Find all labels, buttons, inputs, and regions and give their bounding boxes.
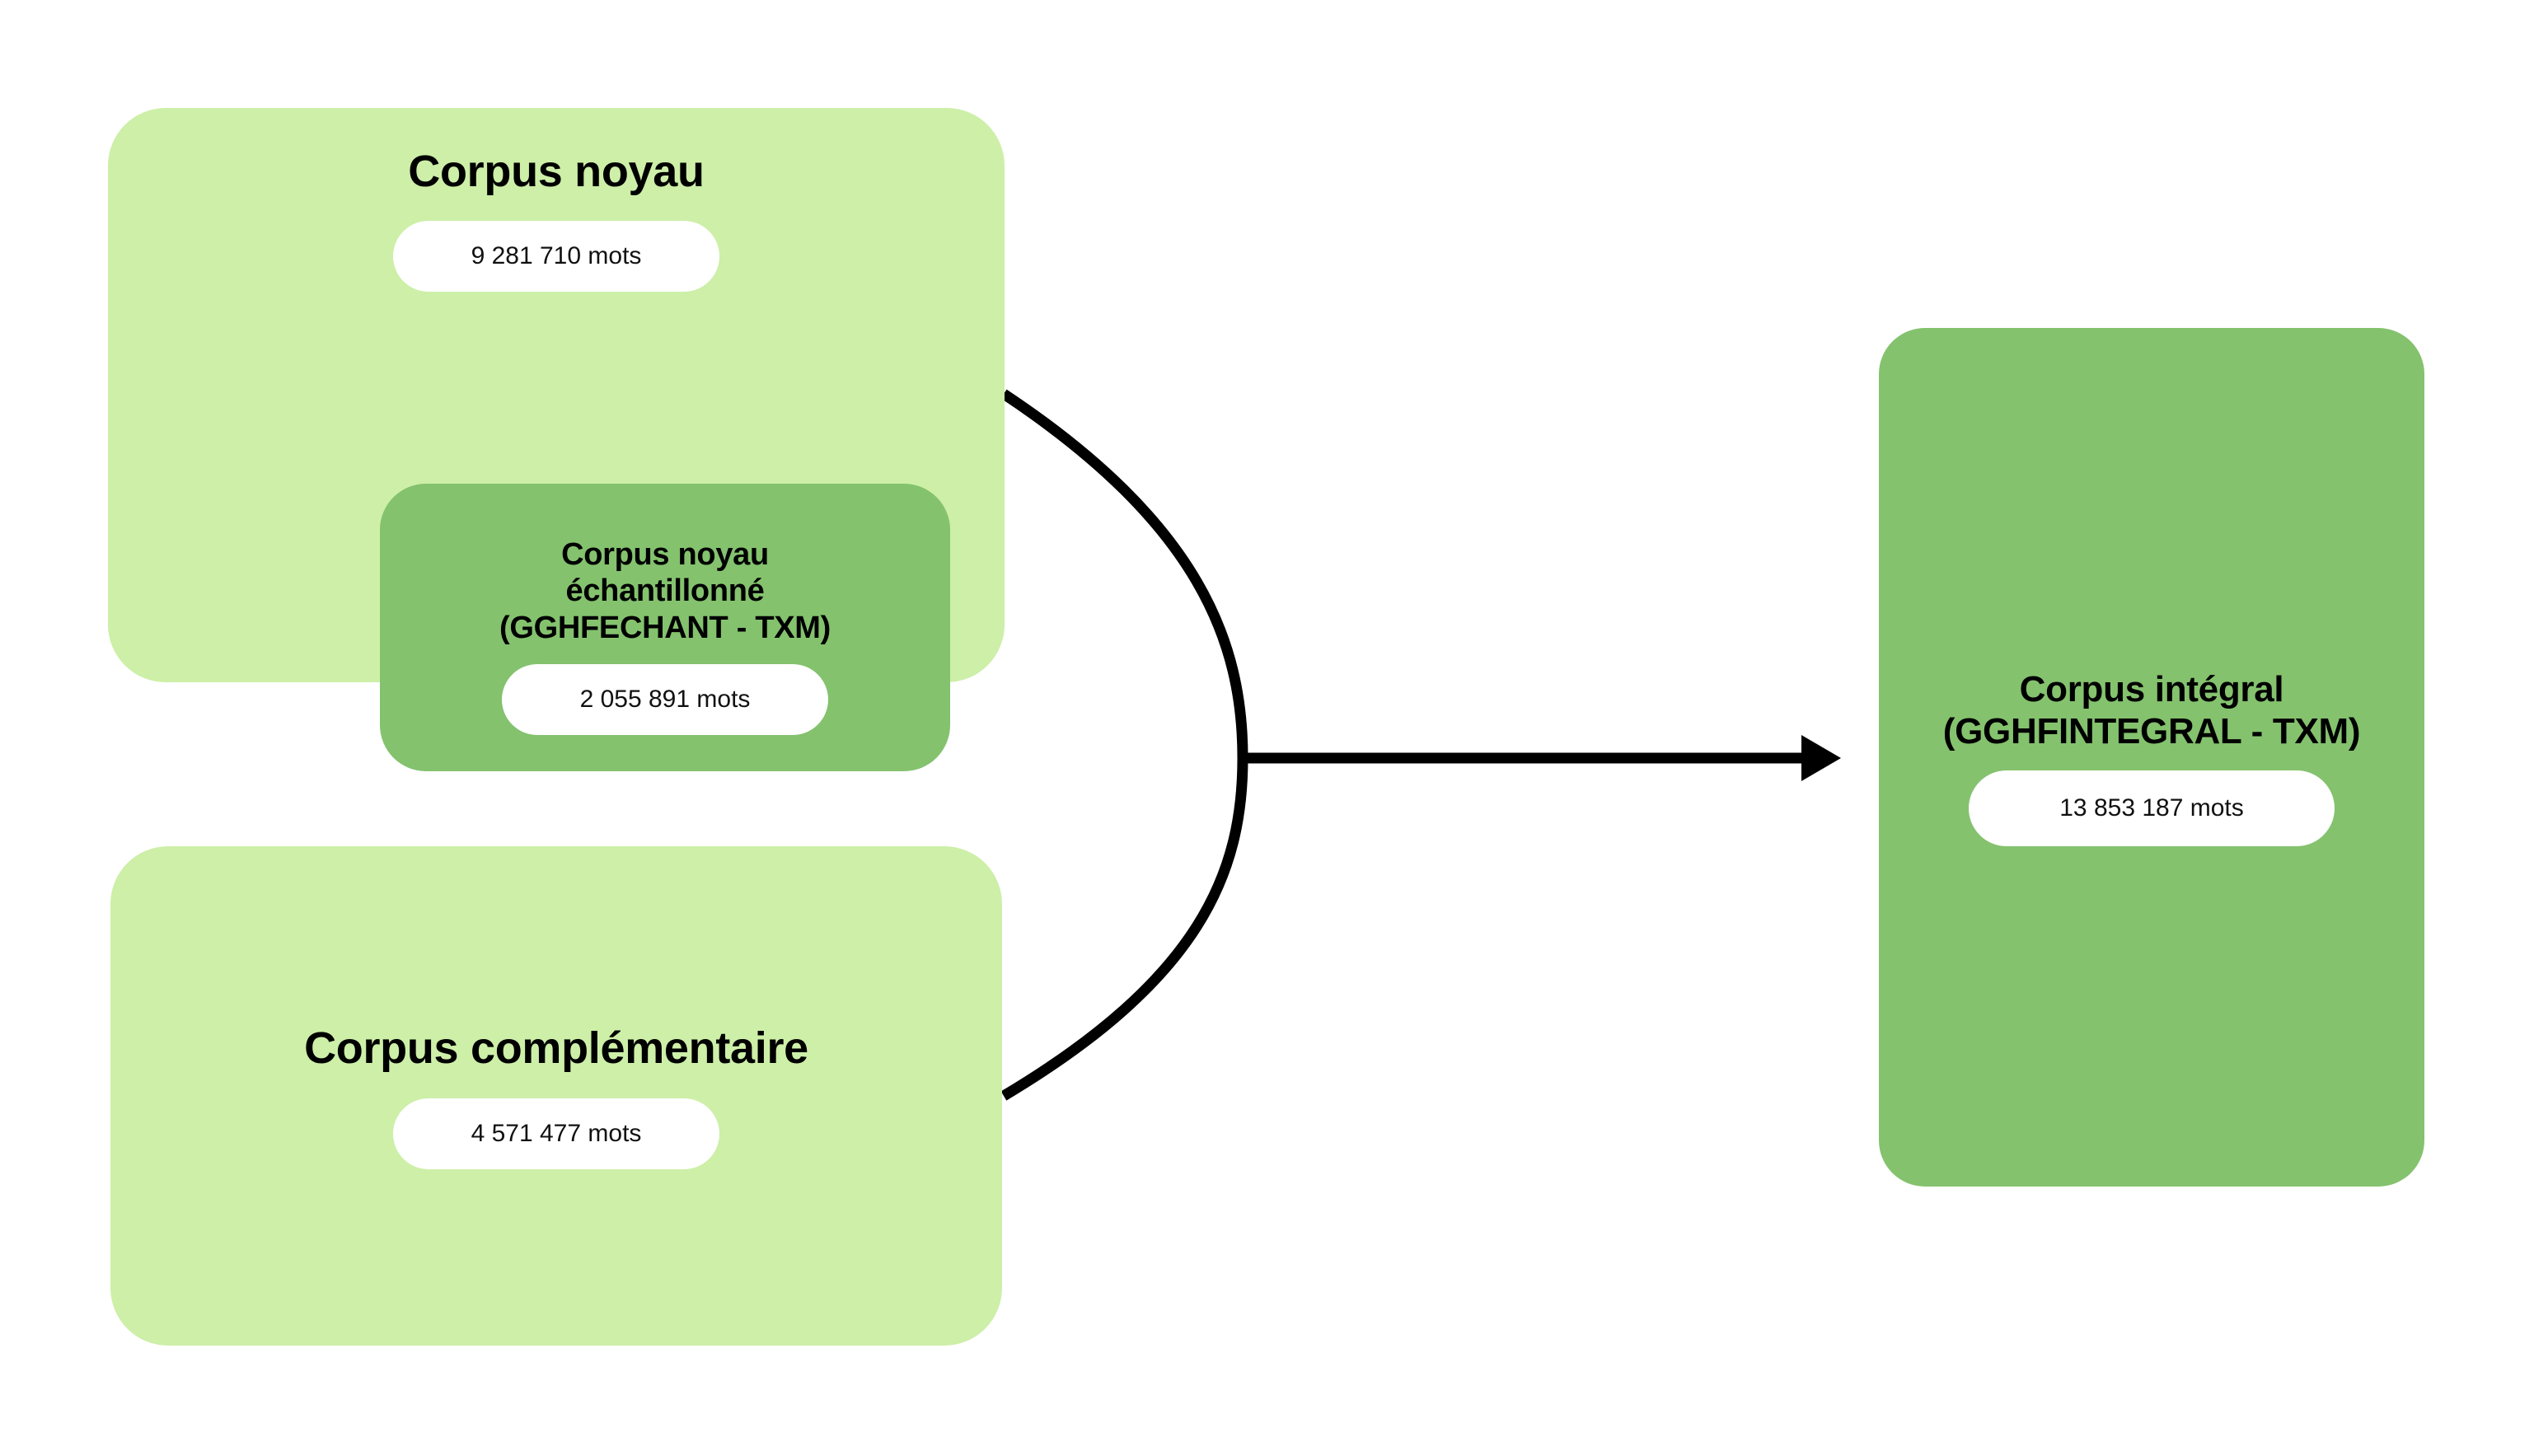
corpus-integral-word-count: 13 853 187 mots xyxy=(1969,770,2335,847)
corpus-integral-title: Corpus intégral (GGHFINTEGRAL - TXM) xyxy=(1942,668,2361,751)
node-corpus-noyau: Corpus noyau 9 281 710 mots Corpus noyau… xyxy=(108,108,1005,771)
corpus-noyau-word-count: 9 281 710 mots xyxy=(393,220,719,292)
node-corpus-integral: Corpus intégral (GGHFINTEGRAL - TXM) 13 … xyxy=(1879,328,2424,1187)
corpus-noyau-echantillonne-title: Corpus noyau échantillonné (GGHFECHANT -… xyxy=(499,537,831,645)
brace-curve xyxy=(1000,389,1248,1101)
node-corpus-complementaire: Corpus complémentaire 4 571 477 mots xyxy=(110,846,1002,1346)
corpus-complementaire-title: Corpus complémentaire xyxy=(304,1023,808,1073)
corpus-noyau-echantillonne-word-count: 2 055 891 mots xyxy=(502,663,828,735)
corpus-complementaire-word-count: 4 571 477 mots xyxy=(393,1098,719,1170)
corpus-noyau-title: Corpus noyau xyxy=(408,147,705,196)
arrow-head xyxy=(1801,735,1841,781)
node-corpus-noyau-echantillonne: Corpus noyau échantillonné (GGHFECHANT -… xyxy=(380,484,950,771)
